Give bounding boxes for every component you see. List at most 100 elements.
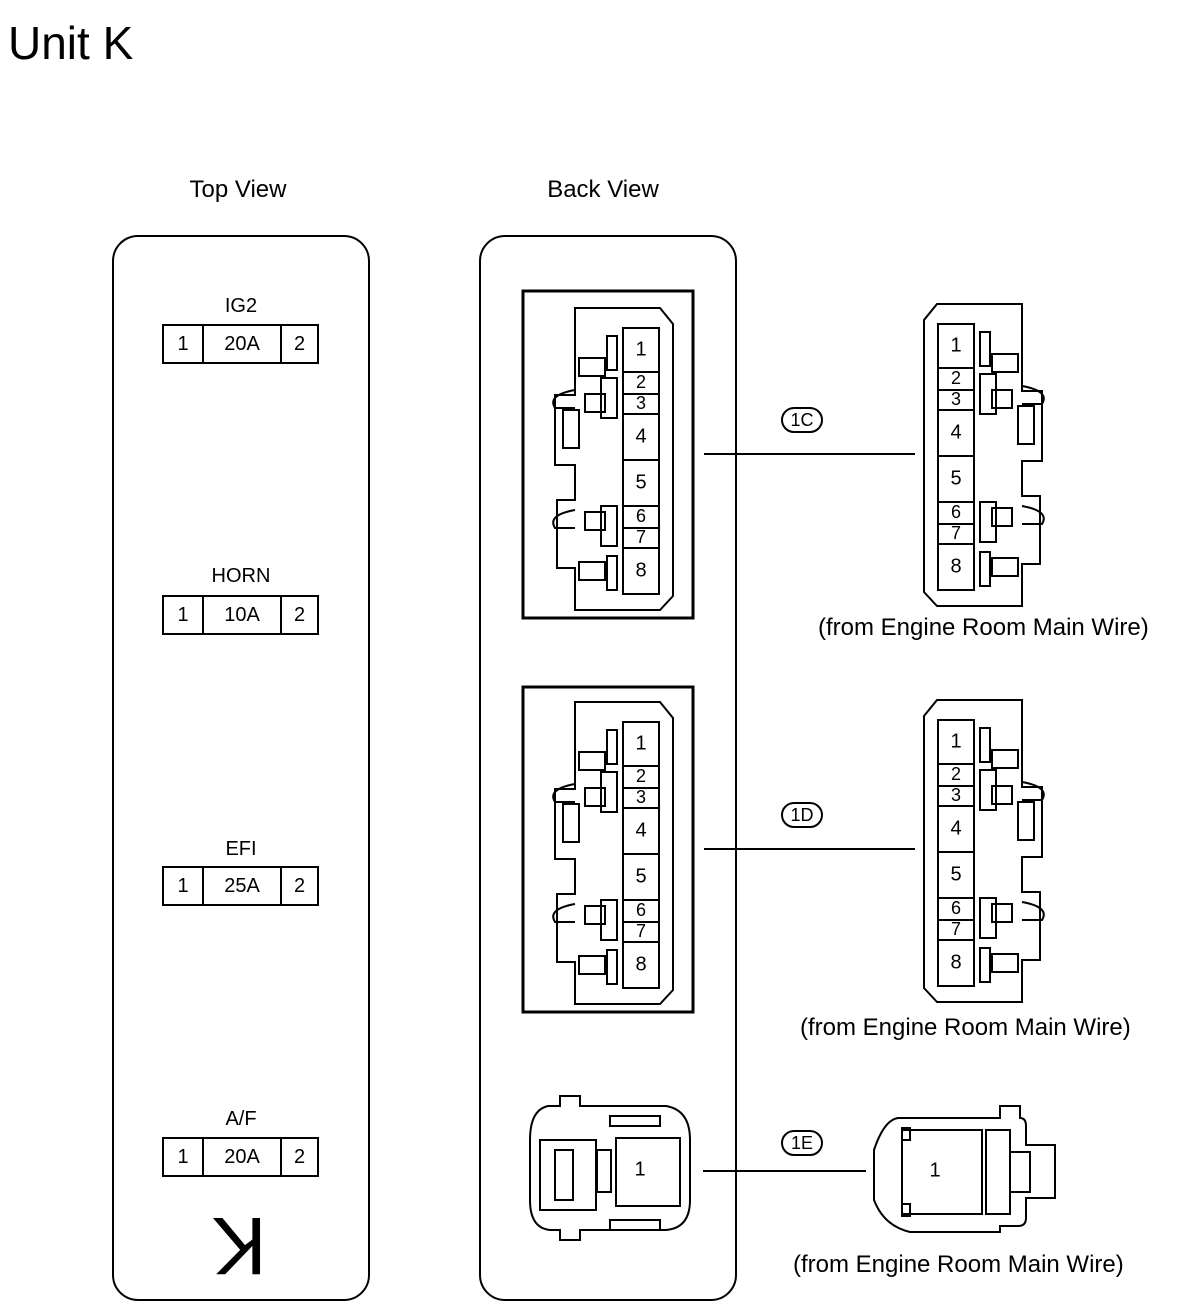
lock-tab xyxy=(1017,801,1035,841)
pin-number: 6 xyxy=(951,898,961,918)
connector-part xyxy=(578,561,606,581)
connector-1c-code: 1C xyxy=(781,407,823,433)
latch xyxy=(1021,901,1045,921)
connector-1d-caption: (from Engine Room Main Wire) xyxy=(800,1014,1131,1041)
fuse-rating: 25A xyxy=(204,868,282,904)
pin-number: 8 xyxy=(950,555,961,577)
connector-code-label: 1C xyxy=(790,410,813,430)
pin-number: 4 xyxy=(950,817,961,839)
connector-body xyxy=(923,699,1043,1003)
pin-number: 5 xyxy=(635,865,646,887)
pin-number: 2 xyxy=(636,372,646,392)
fuse-rating: 20A xyxy=(204,1139,282,1175)
lock-tab xyxy=(562,803,580,843)
connector-part xyxy=(979,727,991,763)
fuse-name-ig2: IG2 xyxy=(224,295,258,317)
connector-part xyxy=(609,1115,661,1127)
pin-number: 1 xyxy=(950,334,961,356)
connector-1e-back: 1 xyxy=(529,1095,691,1241)
connector-body xyxy=(554,701,674,1005)
top-view-panel xyxy=(112,235,370,1301)
connector-part xyxy=(991,903,1013,923)
pin-number: 3 xyxy=(636,787,646,807)
connector-part xyxy=(600,771,618,813)
connector-part xyxy=(606,335,618,371)
pin-number: 2 xyxy=(636,766,646,786)
back-view-label: Back View xyxy=(547,176,659,203)
latch-housing xyxy=(985,1129,1011,1215)
connector-code-label: 1D xyxy=(790,805,813,825)
connector-part xyxy=(600,899,618,941)
connector-part xyxy=(979,501,997,543)
connector-part xyxy=(622,941,660,989)
connector-part xyxy=(622,547,660,595)
pin-cavity xyxy=(901,1129,983,1215)
pin-number: 5 xyxy=(950,467,961,489)
connector-part xyxy=(979,373,997,415)
pin-number: 5 xyxy=(950,863,961,885)
latch xyxy=(552,389,576,409)
connector-body xyxy=(873,1105,1056,1233)
connector-part xyxy=(979,947,991,983)
connector-part xyxy=(584,905,606,925)
fuse-pin-right: 2 xyxy=(293,874,306,897)
fuse-rating: 10A xyxy=(204,597,282,633)
pin-number: 7 xyxy=(636,527,646,547)
pin-number: 1 xyxy=(635,338,646,360)
connector-part xyxy=(600,505,618,547)
fuse-name-efi: EFI xyxy=(225,838,257,860)
connector-body xyxy=(529,1095,691,1241)
connector-part xyxy=(609,1219,661,1231)
pin-number: 1 xyxy=(634,1158,645,1180)
fuse-efi: 1 25A 2 xyxy=(162,866,319,906)
connector-1c-frame xyxy=(521,289,695,620)
connector-part xyxy=(584,393,606,413)
connector-part xyxy=(991,389,1013,409)
fuse-horn: 1 10A 2 xyxy=(162,595,319,635)
pin-number: 8 xyxy=(635,559,646,581)
latch xyxy=(1021,505,1045,525)
connector-part xyxy=(606,949,618,985)
back-view-panel xyxy=(479,235,737,1301)
pin-cavity xyxy=(615,1137,681,1207)
connector-part xyxy=(606,555,618,591)
pin-number: 8 xyxy=(635,953,646,975)
pin-number: 6 xyxy=(636,506,646,526)
connector-part xyxy=(991,557,1019,577)
pin-number: 1 xyxy=(635,732,646,754)
fuse-name-af: A/F xyxy=(225,1108,257,1130)
connector-1d-code: 1D xyxy=(781,802,823,828)
latch xyxy=(552,509,576,529)
connector-code-badge xyxy=(781,802,823,828)
pin-number: 4 xyxy=(635,425,646,447)
connector-part xyxy=(578,357,606,377)
connector-part xyxy=(901,1127,911,1141)
pin-number: 8 xyxy=(950,951,961,973)
connector-part xyxy=(937,939,975,987)
pin-number: 1 xyxy=(950,730,961,752)
connector-part xyxy=(979,897,997,939)
connector-part xyxy=(991,785,1013,805)
pin-number: 4 xyxy=(950,421,961,443)
pin-number: 7 xyxy=(951,523,961,543)
fuse-pin-left: 1 xyxy=(164,326,204,362)
fuse-pin-right: 2 xyxy=(293,603,306,626)
connector-1d-frame xyxy=(521,685,695,1014)
fuse-rating: 20A xyxy=(204,326,282,362)
tab xyxy=(596,1149,612,1193)
connector-part xyxy=(991,749,1019,769)
connector-part xyxy=(979,769,997,811)
pin-number: 2 xyxy=(951,368,961,388)
connector-part xyxy=(606,729,618,765)
fuse-pin-left: 1 xyxy=(164,1139,204,1175)
pin-number: 1 xyxy=(929,1159,940,1181)
connector-code-badge xyxy=(781,407,823,433)
connector-part xyxy=(991,507,1013,527)
pin-number: 7 xyxy=(636,921,646,941)
latch xyxy=(552,783,576,803)
fuse-ig2: 1 20A 2 xyxy=(162,324,319,364)
